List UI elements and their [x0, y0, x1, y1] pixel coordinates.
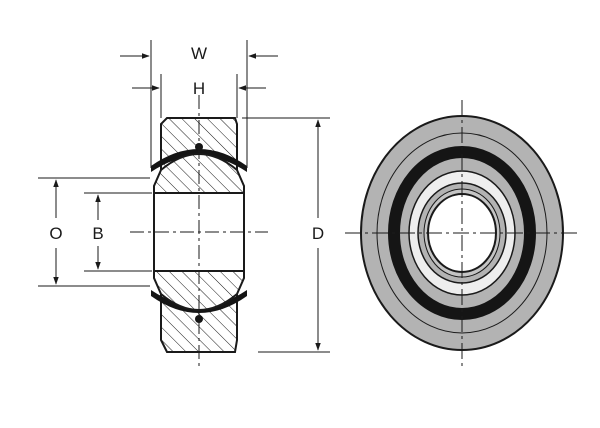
section-view: [130, 95, 268, 368]
upper-seal-band: [151, 149, 247, 172]
bottom-lube-dot: [195, 315, 203, 323]
dimension-labels: W H O B D: [49, 44, 324, 243]
outer-label: O: [49, 224, 62, 243]
bore-label: B: [92, 224, 103, 243]
lower-seal-band: [151, 290, 247, 313]
front-view: [345, 100, 578, 366]
height-label: H: [193, 79, 205, 98]
dimension-lines: [38, 40, 330, 353]
diameter-label: D: [312, 224, 324, 243]
width-label: W: [191, 44, 207, 63]
